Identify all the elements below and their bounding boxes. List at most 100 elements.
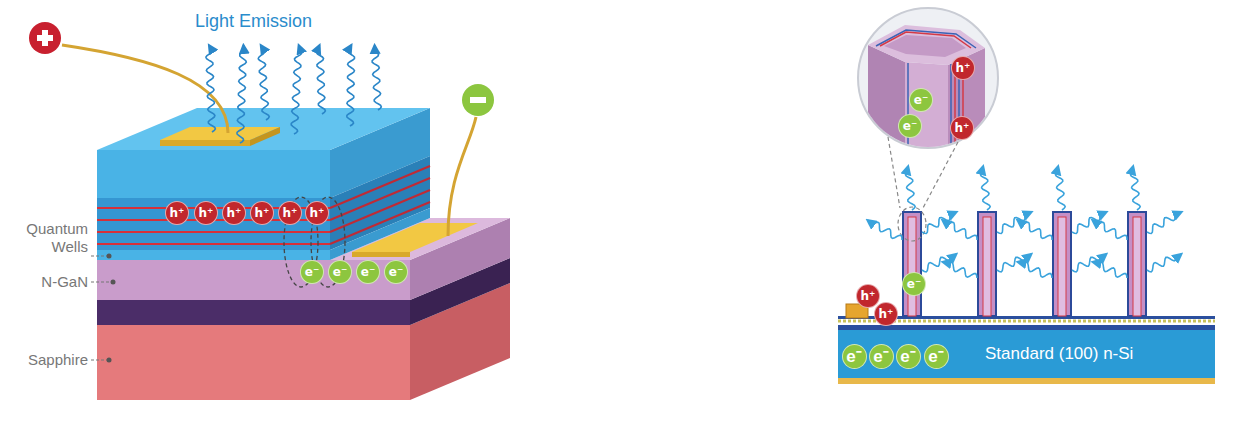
carrier-symbol: e⁻: [389, 266, 403, 278]
light-wave: [291, 45, 302, 134]
nanowire-cutaway: [868, 25, 985, 160]
nanowire-top-cut: [884, 35, 966, 57]
charge-carrier: e⁻: [924, 344, 949, 369]
charge-carrier: e⁻: [909, 88, 933, 112]
carrier-symbol: e⁻: [914, 94, 928, 106]
nanowire-core: [983, 217, 991, 316]
carrier-symbol: h⁺: [879, 308, 894, 320]
charge-carrier: h⁺: [874, 302, 898, 326]
zoom-marker: [898, 207, 926, 241]
light-wave: [943, 262, 977, 278]
light-wave: [1092, 220, 1127, 240]
charge-carrier: e⁻: [902, 272, 926, 296]
carrier-symbol: e⁻: [900, 348, 915, 365]
light-wave: [372, 45, 381, 110]
leader-line: [91, 359, 108, 360]
carrier-symbol: h⁺: [861, 290, 876, 302]
nanowire: [978, 212, 996, 316]
carrier-symbol: h⁺: [227, 207, 242, 219]
sapphire-layer: [97, 325, 410, 400]
n-contact-edge: [352, 252, 410, 257]
nanowire-face: [948, 48, 985, 160]
carrier-symbol: h⁺: [310, 207, 325, 219]
light-waves: [206, 45, 1182, 278]
leader-line: [91, 255, 108, 256]
planar-led: [29, 22, 510, 400]
light-wave: [1018, 262, 1052, 278]
quantum-well: [330, 166, 430, 208]
light-wave: [980, 166, 990, 210]
mesa-top: [97, 108, 430, 150]
leader-line: [91, 281, 112, 282]
carrier-symbol: h⁺: [283, 207, 298, 219]
leader-dot: [107, 254, 112, 259]
wire: [448, 117, 476, 236]
carrier-symbol: e⁻: [873, 348, 888, 365]
charge-carrier: h⁺: [250, 201, 274, 225]
light-wave: [1130, 166, 1140, 210]
charge-carrier: e⁻: [384, 260, 408, 284]
charge-carrier: e⁻: [300, 260, 324, 284]
light-wave: [905, 166, 915, 210]
shell-layer: [876, 30, 976, 48]
charge-carrier: h⁺: [856, 284, 880, 308]
light-wave: [347, 45, 355, 126]
charge-carrier: e⁻: [842, 344, 867, 369]
carrier-symbol: e⁻: [333, 266, 347, 278]
carrier-symbol: e⁻: [361, 266, 375, 278]
light-wave: [237, 45, 246, 143]
charge-carrier: e⁻: [328, 260, 352, 284]
charge-carrier: h⁺: [194, 201, 218, 225]
shell-layer: [950, 64, 952, 160]
zoom-line: [888, 137, 900, 208]
nanowire-core: [1133, 217, 1141, 316]
nanowire-core: [905, 62, 948, 160]
quantum-well: [97, 231, 330, 233]
shell-layers: [876, 30, 976, 160]
light-wave: [1017, 220, 1052, 240]
emission-label: Light Emission: [195, 12, 395, 30]
nanowire: [1053, 212, 1071, 316]
leader-lines: [91, 256, 112, 360]
layer-label: Quantum Wells: [14, 220, 88, 256]
carrier-symbol: e⁻: [846, 348, 861, 365]
shell-layer: [907, 63, 909, 160]
carrier-symbol: e⁻: [305, 266, 319, 278]
charge-carrier: h⁺: [165, 201, 189, 225]
positive-terminal: [29, 22, 61, 54]
charge-carrier: e⁻: [356, 260, 380, 284]
wire: [62, 45, 228, 133]
negative-terminal: [462, 84, 494, 116]
light-wave: [1147, 254, 1181, 272]
mesa-bottom-layer: [97, 250, 330, 260]
shell-layer: [880, 32, 971, 48]
n-gan-layer: [97, 260, 410, 300]
charge-carrier: h⁺: [950, 116, 974, 140]
nanowire-led: [838, 8, 1215, 384]
n-contact: [352, 223, 478, 252]
substrate-label: Standard (100) n-Si: [985, 344, 1133, 364]
p-contact-edge: [250, 127, 280, 146]
carrier-symbol: e⁻: [907, 278, 921, 290]
light-wave: [258, 45, 269, 120]
light-wave: [1147, 212, 1182, 234]
buffer-layer: [97, 300, 410, 325]
carrier-symbol: h⁺: [956, 62, 971, 74]
p-gan-layer: [97, 150, 330, 198]
light-wave: [867, 220, 902, 240]
carrier-symbol: e⁻: [903, 120, 917, 132]
nanowire: [903, 212, 921, 316]
leader-dot: [107, 358, 112, 363]
quantum-well-region: [97, 198, 330, 250]
charge-carrier: e⁻: [896, 344, 921, 369]
minus-symbol: [470, 97, 486, 103]
leader-dot: [111, 280, 116, 285]
carrier-symbol: h⁺: [199, 207, 214, 219]
p-contact-edge: [160, 140, 250, 146]
carrier-symbol: h⁺: [170, 207, 185, 219]
charge-carrier: e⁻: [898, 114, 922, 138]
nanowires: [903, 212, 1146, 316]
light-wave: [316, 45, 325, 114]
nanowire-core: [1058, 217, 1066, 316]
